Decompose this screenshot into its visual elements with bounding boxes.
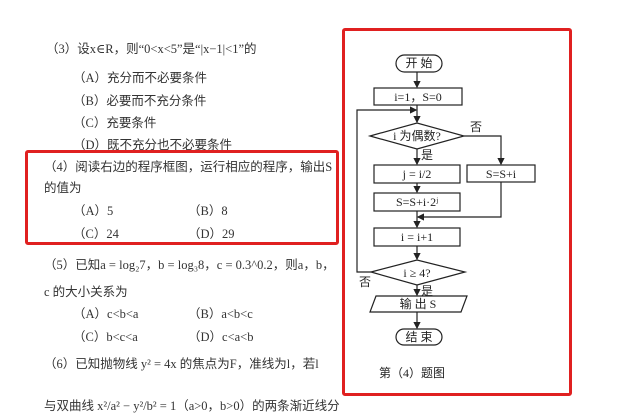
init-label: i=1，S=0	[394, 90, 442, 104]
q5-stem-line1: （5）已知a = log₂7，b = log₃8，c = 0.3^0.2，则a，…	[44, 258, 335, 272]
cond2-yes-label: 是	[421, 284, 433, 298]
figure-caption: 第（4）题图	[379, 366, 445, 380]
q3-option-d: （D）既不充分也不必要条件	[73, 138, 233, 152]
q4-option-b: （B）8	[188, 204, 228, 218]
q4-option-a: （A）5	[73, 204, 114, 218]
odd-sum-label: S=S+i	[486, 167, 517, 181]
q4-highlight-box	[25, 150, 339, 245]
q5-option-a: （A）c<b<a	[73, 307, 139, 321]
q5-stem-line2: c 的大小关系为	[44, 285, 128, 299]
start-label: 开 始	[405, 56, 432, 70]
q6-stem-line2: 与双曲线 x²/a² − y²/b² = 1（a>0，b>0）的两条渐近线分	[44, 399, 340, 413]
stop-decision	[368, 259, 468, 286]
q6-stem-line1: （6）已知抛物线 y² = 4x 的焦点为F，准线为l，若l	[44, 357, 319, 371]
q4-stem-line2: 的值为	[44, 181, 82, 195]
q4-option-d: （D）29	[188, 227, 235, 241]
q3-stem: （3）设x∈R，则“0<x<5”是“|x−1|<1”的	[46, 42, 257, 56]
q5-option-d: （D）c<a<b	[188, 330, 254, 344]
cond2-no-label: 否	[359, 275, 371, 289]
flowchart-highlight-box	[342, 28, 572, 396]
q5-option-c: （C）b<c<a	[73, 330, 138, 344]
cond1-yes-label: 是	[421, 148, 433, 162]
cond2-label: i ≥ 4?	[403, 266, 430, 280]
increment-label: i = i+1	[401, 230, 433, 244]
q4-option-c: （C）24	[73, 227, 119, 241]
output-label: 输 出 S	[400, 296, 437, 311]
output-box	[369, 295, 468, 313]
end-label: 结 束	[405, 330, 432, 344]
j-label: j = i/2	[402, 167, 432, 181]
q3-option-b: （B）必要而不充分条件	[73, 94, 207, 108]
start-terminal	[395, 54, 443, 73]
cond1-no-label: 否	[470, 120, 482, 134]
q5-option-b: （B）a<b<c	[188, 307, 253, 321]
q3-option-c: （C）充要条件	[73, 116, 157, 130]
q4-stem-line1: （4）阅读右边的程序框图，运行相应的程序，输出S	[44, 160, 333, 174]
q3-option-a: （A）充分而不必要条件	[73, 71, 208, 85]
cond1-label: i 为偶数?	[393, 128, 441, 143]
even-sum-label: S=S+i·2ʲ	[396, 195, 438, 209]
